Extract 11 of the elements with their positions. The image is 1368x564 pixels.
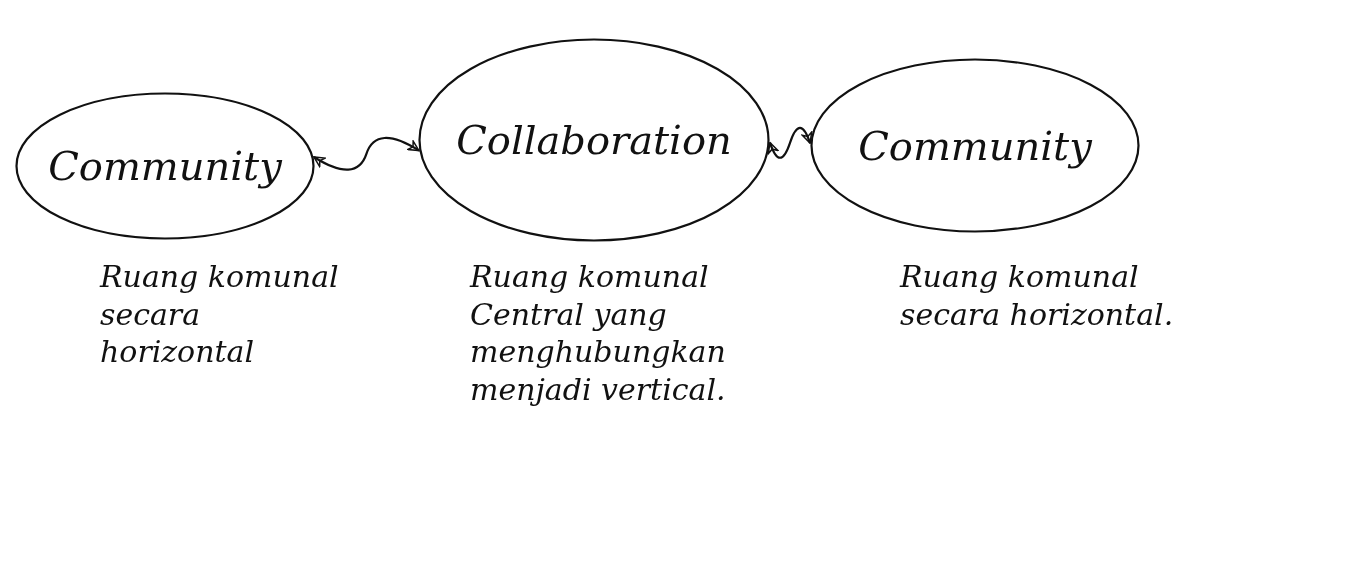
- note-text: Ruang komunal secara horizontal.: [900, 258, 1175, 333]
- double-arrow: [313, 136, 420, 171]
- node-label: Collaboration: [456, 117, 732, 163]
- double-arrow: [767, 127, 813, 159]
- ellipse-node: [418, 38, 770, 242]
- note-text: Ruang komunal Central yang menghubungkan menjadi vertical.: [470, 258, 727, 408]
- note-text: Ruang komunal secara horizontal: [100, 258, 340, 371]
- ellipse-node: [810, 58, 1140, 233]
- node-label: Community: [48, 143, 282, 189]
- node-label: Community: [858, 122, 1092, 169]
- ellipse-node: [15, 92, 315, 240]
